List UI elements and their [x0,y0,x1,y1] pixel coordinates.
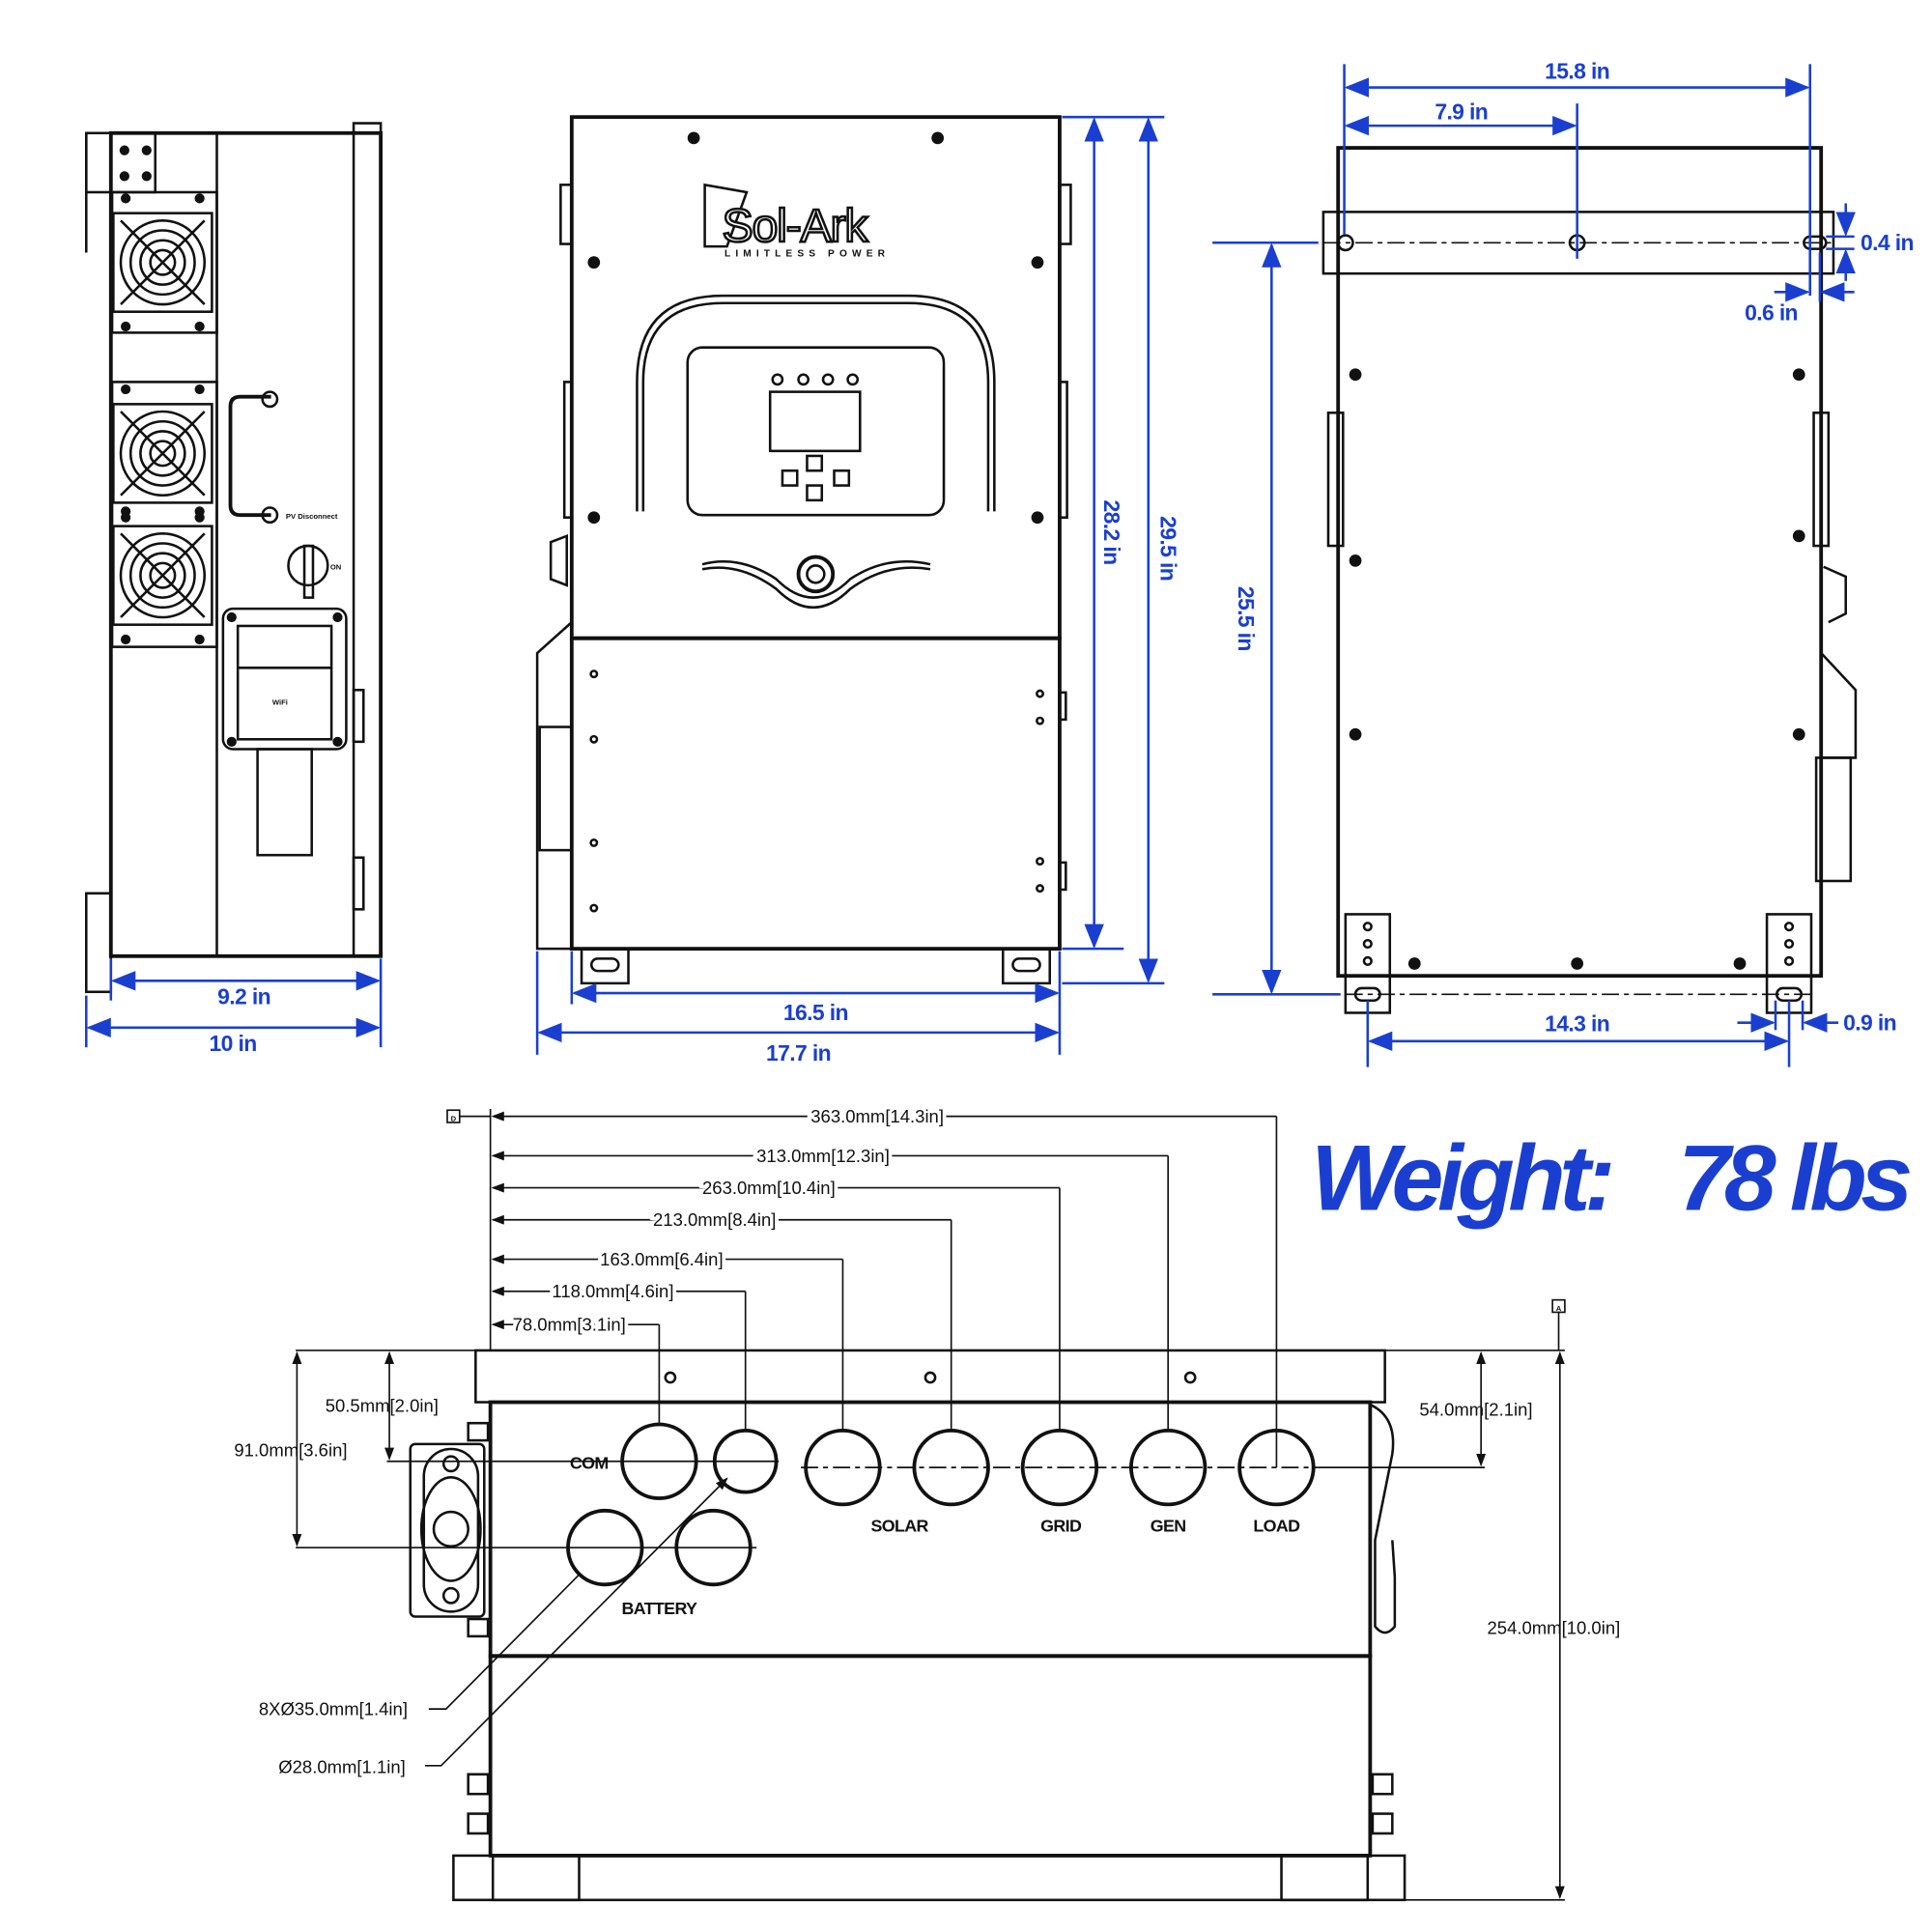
handle [228,394,271,518]
lcd-screen [768,390,862,453]
dim-slot-offset: 0.6 in [1745,300,1798,326]
weight-label: Weight: [1311,1125,1611,1231]
dim-depth: 254.0mm[10.0in] [1488,1617,1621,1637]
back-button[interactable] [781,469,799,487]
dim-com-row: 50.5mm[2.0in] [326,1396,439,1416]
dimension-label: 118.0mm[4.6in] [552,1281,673,1301]
com-label: COM [570,1453,609,1472]
front-view: Sol-Ark LIMITLESS POWER 28.2 in 29.5 in … [535,115,1181,1065]
dimension-label: 213.0mm[8.4in] [653,1209,776,1230]
dim-back-width: 15.8 in [1545,59,1609,84]
dim-depth-body: 9.2 in [217,984,270,1009]
load-label: LOAD [1253,1516,1300,1535]
dim-battery-row: 91.0mm[3.6in] [234,1440,347,1461]
grid-label: GRID [1040,1516,1082,1535]
power-button[interactable] [796,554,836,594]
dimension-label: 313.0mm[12.3in] [756,1146,890,1166]
gen-label: GEN [1151,1516,1186,1535]
dimension-label: 363.0mm[14.3in] [810,1106,944,1126]
enter-button[interactable] [833,469,851,487]
sol-ark-logo: Sol-Ark LIMITLESS POWER [703,183,890,259]
solar-label: SOLAR [870,1516,928,1535]
side-view: PV Disconnect ON WiFi 9.2 in 10 in [85,122,384,1056]
dim-height-total: 29.5 in [1156,516,1181,581]
callout-small-hole: Ø28.0mm[1.1in] [278,1756,406,1776]
battery-port [566,1508,644,1587]
back-view: 15.8 in 7.9 in 0.4 in 0.6 in 25.5 in 14.… [1212,59,1914,1067]
datum-d: D [451,1115,457,1123]
wifi-label: WiFi [272,698,288,707]
fan-icon [112,383,213,525]
dim-height-body: 28.2 in [1099,500,1124,565]
fan-icon [112,504,213,646]
weight-value: 78 lbs [1678,1125,1910,1231]
fan-icon [112,191,213,333]
dim-right-row: 54.0mm[2.1in] [1419,1400,1532,1420]
battery-port [674,1508,753,1587]
callout-large-holes: 8XØ35.0mm[1.4in] [259,1699,408,1719]
dimension-label: 78.0mm[3.1in] [513,1315,626,1335]
pv-disconnect-label: PV Disconnect [286,512,338,521]
brand-tagline: LIMITLESS POWER [724,248,890,259]
dimension-label: 263.0mm[10.4in] [702,1178,836,1198]
down-button[interactable] [806,484,824,502]
datum-a: A [1556,1304,1562,1313]
dim-width-total: 17.7 in [766,1040,831,1065]
pv-disconnect-switch[interactable] [287,544,329,587]
dim-slot-height: 0.4 in [1861,230,1914,255]
brand-name: Sol-Ark [722,200,868,252]
dim-foot-slot: 0.9 in [1843,1009,1896,1035]
dim-mount-height: 25.5 in [1234,586,1259,651]
dim-half-width: 7.9 in [1435,99,1488,125]
dimension-label: 163.0mm[6.4in] [600,1249,723,1269]
display-panel [686,346,946,517]
dim-foot-spacing: 14.3 in [1545,1011,1609,1037]
switch-on-label: ON [330,562,341,571]
dim-depth-total: 10 in [210,1031,257,1056]
up-button[interactable] [806,454,824,472]
bottom-view: COM BATTERY SOLAR GRID GEN LOAD D A 363.… [234,1102,1621,1902]
ports: COM BATTERY SOLAR GRID GEN LOAD [296,1422,1319,1618]
horizontal-dimensions: 363.0mm[14.3in] 313.0mm[12.3in] 263.0mm[10… [491,1102,1278,1468]
dim-width-body: 16.5 in [783,1000,848,1025]
battery-label: BATTERY [621,1599,697,1618]
